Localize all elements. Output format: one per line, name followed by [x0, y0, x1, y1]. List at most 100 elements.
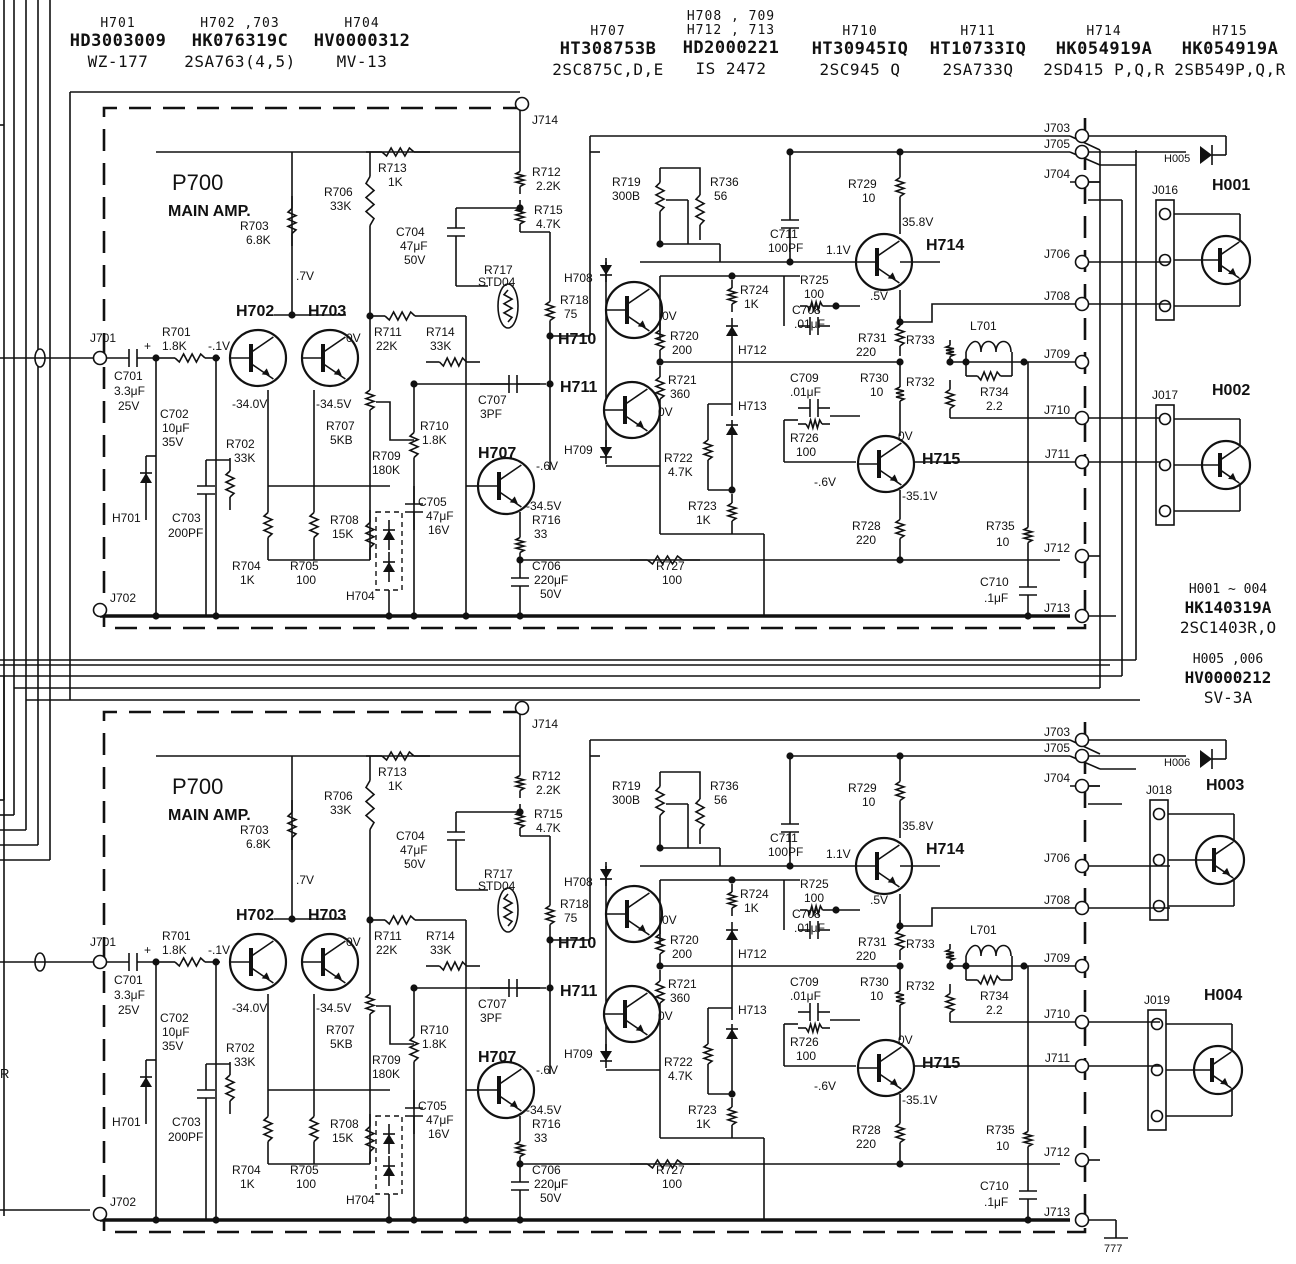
resistor — [653, 933, 667, 955]
label-v-m6b: -.6V — [814, 1079, 836, 1093]
header-ref: H702 ,703 — [200, 16, 280, 31]
label-r721: R721 — [668, 977, 697, 991]
resistor — [438, 356, 468, 368]
label-h711: H711 — [560, 983, 597, 1000]
wire — [498, 490, 522, 508]
label-r709: R709 — [372, 449, 401, 463]
resistor — [543, 300, 557, 322]
label-r704v: 1K — [240, 1177, 255, 1191]
label-r702: R702 — [226, 1041, 255, 1055]
wire — [498, 464, 522, 482]
diode — [140, 473, 152, 483]
resistor — [286, 811, 298, 839]
wire — [322, 362, 346, 380]
resistor — [408, 431, 420, 459]
resistor — [694, 194, 706, 226]
zener-diode — [1200, 146, 1212, 164]
label-r703v: 6.8K — [246, 233, 271, 247]
label-v-0b: 0V — [662, 309, 677, 323]
resistor — [512, 536, 528, 554]
side-note-part: HK140319A — [1184, 598, 1272, 617]
terminal-pin — [1074, 778, 1090, 794]
resistor — [224, 470, 236, 498]
label-r711: R711 — [374, 325, 402, 339]
label-c706: C706 — [532, 559, 561, 573]
diode — [726, 930, 738, 940]
label-r714v: 33K — [430, 339, 451, 353]
connector-label-j709: J709 — [1044, 951, 1070, 965]
connector-label-j705: J705 — [1044, 741, 1070, 755]
transistor-emitter-arrow — [889, 1078, 898, 1086]
terminal-pin — [92, 954, 108, 970]
terminal-pin — [1074, 354, 1090, 370]
junction-dot — [728, 272, 736, 280]
label-c704u: 50V — [404, 857, 425, 871]
label-r702v: 33K — [234, 1055, 255, 1069]
terminal-block-pin — [1150, 1063, 1164, 1077]
label-c709v: .01μF — [790, 385, 821, 399]
label-r706: R706 — [324, 185, 353, 199]
label-v-5: .5V — [870, 289, 888, 303]
junction-dot — [786, 752, 794, 760]
wire — [878, 1072, 902, 1090]
resistor — [262, 1115, 274, 1143]
label-v-0a: 0V — [346, 935, 361, 949]
resistor — [654, 181, 666, 213]
resistor — [1020, 1130, 1036, 1148]
terminal-pin — [1074, 858, 1090, 874]
resistor — [262, 511, 274, 539]
terminal-block-pin — [1158, 207, 1172, 221]
label-r719: R719 — [612, 175, 641, 189]
header-type: 2SB549P,Q,R — [1174, 60, 1286, 79]
label-r702: R702 — [226, 437, 255, 451]
connector-label-j705: J705 — [1044, 137, 1070, 151]
junction-dot — [656, 844, 664, 852]
label-r713v: 1K — [388, 779, 403, 793]
resistor — [224, 1074, 236, 1102]
label-h703: H703 — [308, 303, 346, 320]
connector-label-j708: J708 — [1044, 289, 1070, 303]
label-c702: C702 — [160, 407, 189, 421]
label-c706v: 220μF — [534, 573, 568, 587]
label-c706v: 220μF — [534, 1177, 568, 1191]
label-r705v: 100 — [296, 573, 316, 587]
label-c710v: .1μF — [984, 1195, 1008, 1209]
inductor-l701 — [965, 944, 1012, 957]
label-r719v: 300B — [612, 189, 640, 203]
resistor — [543, 904, 557, 926]
terminal-pin — [1074, 1014, 1090, 1030]
connector-label-j703: J703 — [1044, 725, 1070, 739]
connector-label-j708: J708 — [1044, 893, 1070, 907]
resistor — [174, 956, 206, 968]
label-v-m1: -.1V — [208, 943, 230, 957]
label-r726: R726 — [790, 431, 819, 445]
resistor — [893, 780, 907, 802]
side-note-type: 2SC1403R,O — [1179, 618, 1277, 637]
label-r703v: 6.8K — [246, 837, 271, 851]
header-type: 2SA763(4,5) — [184, 52, 296, 71]
diode — [726, 1029, 738, 1039]
label-v-plus: + — [144, 943, 151, 957]
label-r722: R722 — [664, 1055, 693, 1069]
terminal-pin — [514, 700, 530, 716]
label-c704v: 47μF — [400, 843, 428, 857]
header-ref: H704 — [344, 16, 380, 31]
label-r720v: 200 — [672, 343, 692, 357]
label-r720: R720 — [670, 933, 699, 947]
header-part-number: HT10733IQ — [929, 39, 1027, 59]
header-part-h707: H707 HT308753B 2SC875C,D,E — [548, 24, 668, 80]
label-r730v: 10 — [870, 385, 884, 399]
label-r707v: 5KB — [330, 433, 353, 447]
label-v-0a: 0V — [346, 331, 361, 345]
terminal-pin — [1074, 732, 1090, 748]
label-r721v: 360 — [670, 387, 690, 401]
label-r710: R710 — [420, 419, 449, 433]
label-r725: R725 — [800, 877, 829, 891]
label-c709: C709 — [790, 975, 819, 989]
resistor — [384, 310, 416, 322]
label-r726v: 100 — [796, 1049, 816, 1063]
resistor — [976, 369, 1002, 383]
junction-dot — [1024, 1216, 1032, 1224]
junction-dot — [896, 556, 904, 564]
resistor — [512, 1140, 528, 1158]
